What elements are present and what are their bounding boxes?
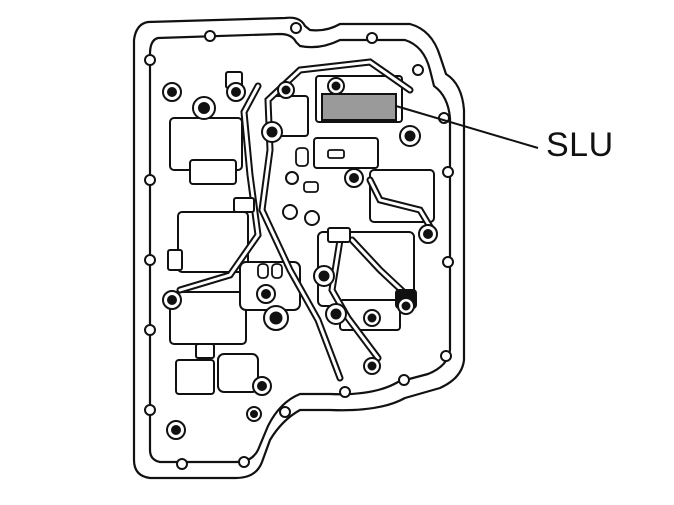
internal-bolts bbox=[162, 77, 438, 440]
slu-label: SLU bbox=[546, 126, 614, 164]
slu-solenoid-body bbox=[315, 75, 403, 123]
gasket-outline bbox=[148, 32, 452, 464]
bolt-holes bbox=[144, 22, 454, 470]
callout-leader-line bbox=[395, 105, 539, 149]
valve-blocks bbox=[169, 95, 435, 395]
housing-outline bbox=[132, 16, 466, 480]
fluid-ports bbox=[257, 147, 345, 279]
slu-solenoid-highlight bbox=[321, 93, 397, 121]
